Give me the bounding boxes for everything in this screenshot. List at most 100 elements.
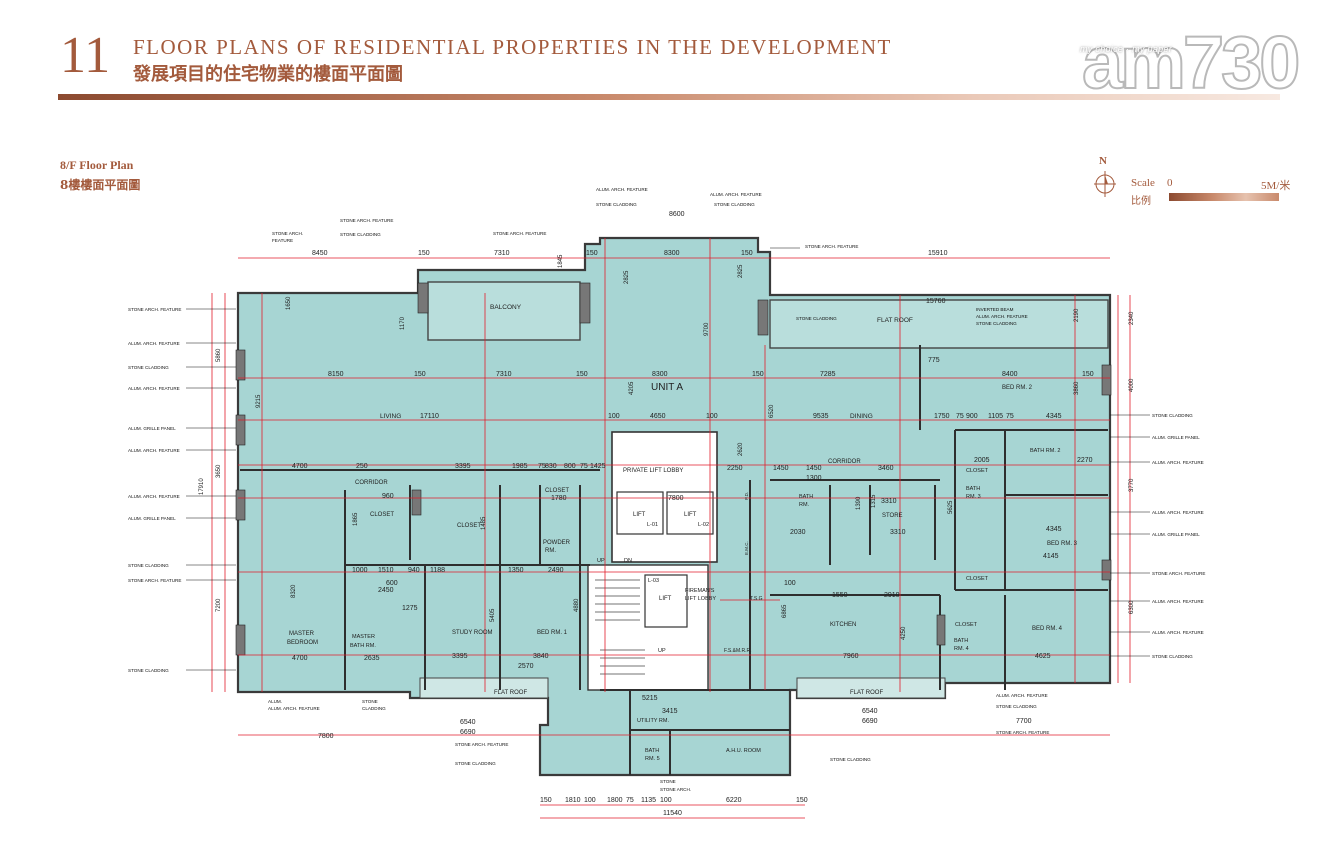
flat-roof-br-area [796,677,946,699]
floor-plan-label-zh: 8樓樓面平面圖 [60,178,141,192]
dim-c-75: 75 [538,463,546,470]
dim-right-2340: 2340 [1129,311,1135,325]
dim-misc-4700: 4700 [292,655,308,662]
dim-misc-9700: 9700 [704,322,710,336]
room-bath-small: BATH [799,494,813,500]
room-bed3: BED RM. 3 [1047,541,1078,547]
note-arch-feature-bottom: ALUM. ARCH. FEATURE [268,706,320,711]
dim-bot-5215: 5215 [642,695,658,702]
note-stone-cladding-2: STONE CLADDING [128,563,169,568]
note-stone-cladding-1: STONE CLADDING [128,365,169,370]
dim-a-150-d: 150 [1082,371,1094,378]
scale-label-zh: 比例 [1131,196,1151,207]
room-up-1: UP [597,558,605,564]
dim-bot-6540-r: 6540 [862,708,878,715]
dim-bot-6690-r: 6690 [862,718,878,725]
dim-misc-2450: 2450 [378,587,394,594]
note-inverted-beam: INVERTED BEAM [976,307,1014,312]
room-bath3-2: RM. 3 [966,494,981,500]
dim-a-150-b: 150 [576,371,588,378]
dim-misc-3840: 3840 [533,653,549,660]
dim-b-17110: 17110 [420,413,439,420]
dim-top-150-b: 150 [586,250,598,257]
dim-bot-6690-l: 6690 [460,729,476,736]
room-bath3: BATH [966,486,980,492]
room-utility: UTILITY RM. [637,718,669,724]
dim-misc-1350: 1350 [508,567,524,574]
room-lift-03-no: L-03 [648,578,659,584]
dim-b-900: 900 [966,413,978,420]
dim-left-5860: 5860 [216,348,222,362]
note-alum-arch-feature-b3: ALUM. ARCH. FEATURE [996,693,1048,698]
lift-l03 [644,574,688,628]
note-alum-grille-panel-r2: ALUM. GRILLE PANEL [1152,532,1200,537]
dim-c-2270: 2270 [1077,457,1093,464]
dim-bb-150-b: 150 [796,797,808,804]
dim-misc-940: 940 [408,567,420,574]
dim-misc-1315: 1315 [871,494,877,508]
note-stone-arch-feature-2: STONE ARCH. FEATURE [128,578,181,583]
dim-c-800: 800 [564,463,576,470]
dim-bb-1810: 1810 [565,797,581,804]
room-bed4: BED RM. 4 [1032,626,1063,632]
dim-bot-6540-l: 6540 [460,719,476,726]
flat-roof-bl-area [419,677,549,699]
dim-c-4700: 4700 [292,463,308,470]
dim-b-100-a: 100 [608,413,620,420]
dim-misc-2910: 2910 [884,592,900,599]
dim-c-75-b: 75 [580,463,588,470]
north-arrow-icon [1094,171,1116,197]
dim-misc-1000: 1000 [352,567,368,574]
note-alum-grille-panel-2: ALUM. GRILLE PANEL [128,516,176,521]
dim-b-1750: 1750 [934,413,950,420]
dim-misc-4880: 4880 [574,598,580,612]
dim-c-2250: 2250 [727,465,743,472]
dim-bb-75: 75 [626,797,634,804]
room-dining: DINING [850,413,873,420]
dim-c-1450-b: 1450 [806,465,822,472]
room-lift-03: LIFT [659,596,672,602]
room-study: STUDY ROOM [452,630,493,636]
note-alum-arch-feature-2: ALUM. ARCH. FEATURE [128,386,180,391]
dim-bot-7800: 7800 [318,733,334,740]
floor-plan-label-en: 8/F Floor Plan [60,158,134,172]
note-stone-b2: STONE [660,779,676,784]
dim-top-8600: 8600 [669,211,685,218]
room-lift-02: LIFT [684,512,697,518]
room-firemans-lobby: FIREMAN'S [685,588,715,594]
dim-misc-2825-b: 2825 [738,264,744,278]
room-closet-1: CLOSET [370,512,394,518]
dim-left-9215: 9215 [256,394,262,408]
room-flat-roof-top: FLAT ROOF [877,317,913,324]
dim-misc-4345: 4345 [1046,526,1062,533]
dim-left-3650: 3650 [216,464,222,478]
note-stone-cladding-b2: STONE CLADDING [830,757,871,762]
room-bath4: BATH [954,638,968,644]
balcony-area [427,281,581,341]
note-alum-arch-feature-top2: ALUM. ARCH. FEATURE [710,192,762,197]
dim-misc-1275: 1275 [402,605,418,612]
room-bath5-2: RM. 5 [645,756,660,762]
room-master-bath-2: BATH RM. [350,643,376,649]
dim-misc-15760: 15760 [926,298,946,305]
dim-misc-6865: 6865 [782,604,788,618]
note-alum-arch-feature-r3: ALUM. ARCH. FEATURE [1152,599,1204,604]
dim-misc-3395: 3395 [452,653,468,660]
note-alum-arch-feature-3: ALUM. ARCH. FEATURE [128,448,180,453]
dim-misc-100: 100 [784,580,796,587]
dim-bb-6220: 6220 [726,797,742,804]
note-stone-cladding-top3: STONE CLADDING [714,202,755,207]
dim-bb-100-b: 100 [660,797,672,804]
annotation-leaders [186,247,1150,671]
room-closet-r2: CLOSET [966,576,989,582]
note-alum-arch-feature-4: ALUM. ARCH. FEATURE [128,494,180,499]
note-stone-arch-feature-1: STONE ARCH. FEATURE [128,307,181,312]
room-flat-roof-bl: FLAT ROOF [494,690,527,696]
note-stone-cladding-b3: STONE CLADDING [996,704,1037,709]
note-stone-arch-top: STONE ARCH. [272,231,303,236]
dim-top-150-a: 150 [418,250,430,257]
dim-misc-1550: 1550 [832,592,848,599]
room-balcony: BALCONY [490,304,522,311]
note-alum-arch-feature-1: ALUM. ARCH. FEATURE [128,341,180,346]
dim-top-150-c: 150 [741,250,753,257]
